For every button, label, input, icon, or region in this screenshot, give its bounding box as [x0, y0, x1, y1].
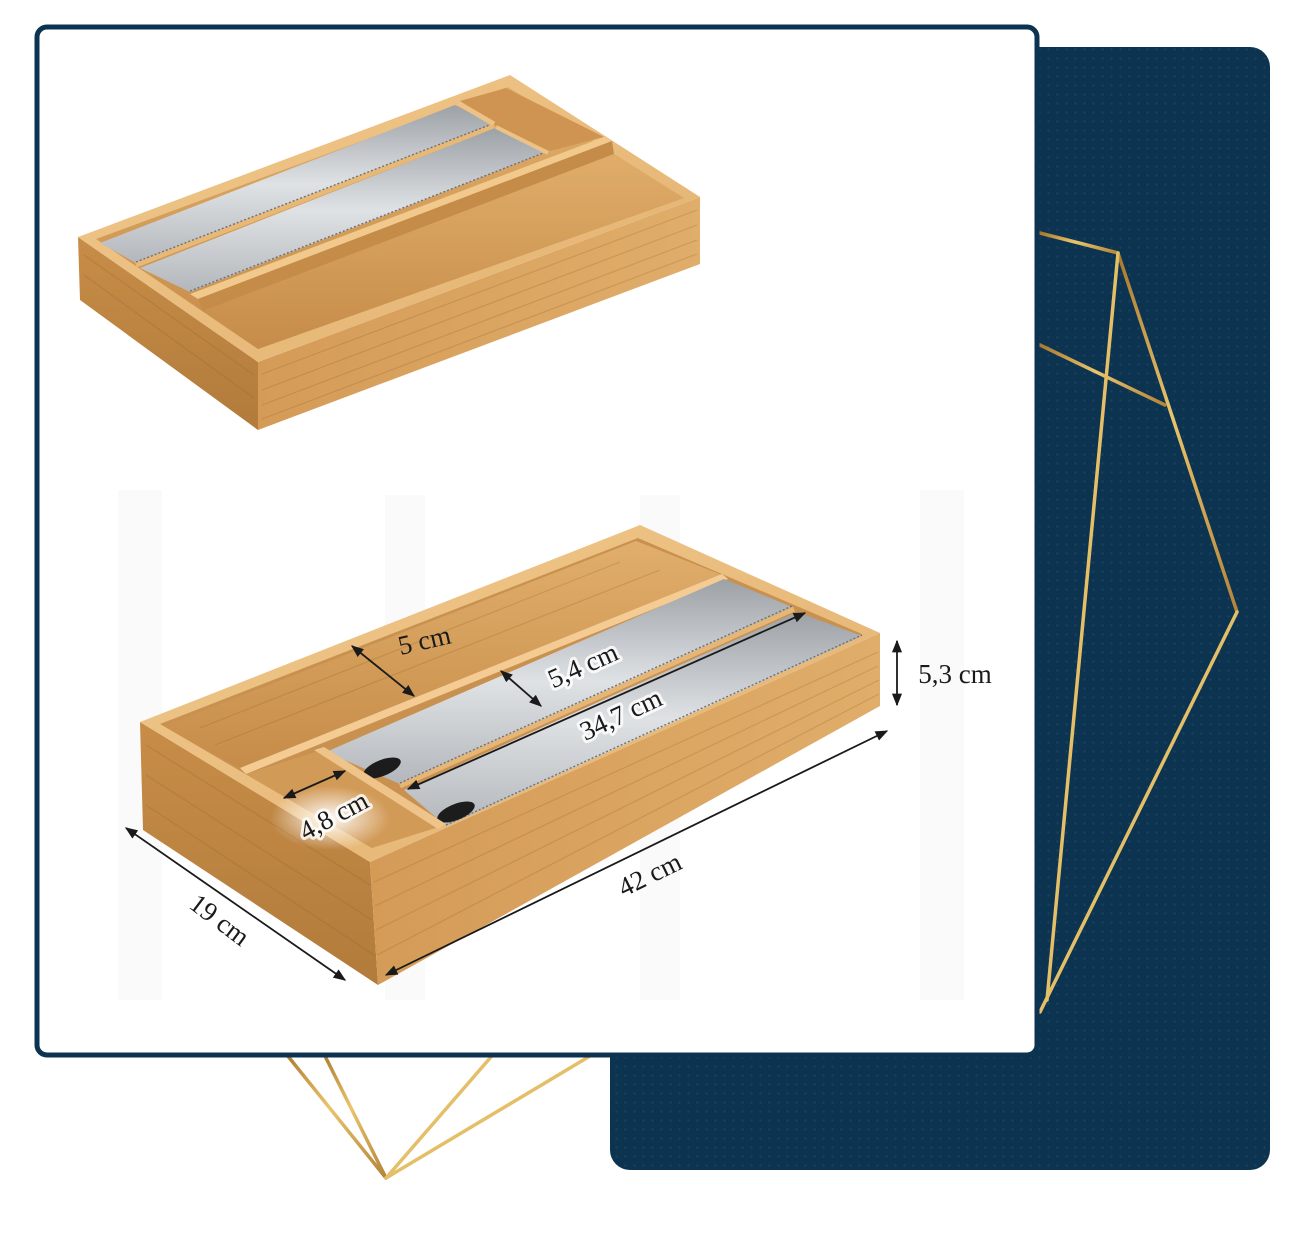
box-left-face	[78, 237, 258, 430]
compartment-divider	[456, 100, 496, 127]
gold-line	[384, 1048, 602, 1180]
wood-grain	[261, 209, 698, 375]
gold-lines-right	[1038, 231, 1239, 1014]
gold-line	[1038, 231, 1120, 255]
gold-line	[1116, 251, 1239, 614]
dimension-arrows	[124, 612, 903, 981]
arrow-small-compartment	[282, 770, 347, 799]
wood-grain	[261, 253, 698, 420]
wood-grain	[83, 254, 255, 376]
long-divider-top	[190, 137, 612, 299]
wood-grain	[261, 224, 698, 391]
long-divider-face	[198, 141, 614, 311]
label-height: 5,3 cm	[918, 659, 992, 689]
arrow-depth	[124, 827, 347, 981]
organizer-top-view	[78, 75, 700, 430]
small-compartment	[460, 88, 604, 151]
metal-strip-1	[100, 105, 492, 263]
gold-line	[384, 1048, 499, 1180]
gold-line	[1038, 610, 1239, 1014]
metal-strip-2	[140, 128, 546, 292]
gold-lines-bottom	[281, 1048, 602, 1180]
wood-grain	[261, 239, 698, 406]
open-compartment	[203, 154, 684, 349]
box-front-face	[258, 197, 700, 430]
wood-grain	[83, 274, 255, 399]
gold-line	[320, 1048, 388, 1180]
arrow-length	[384, 730, 889, 976]
watermark-shape	[920, 490, 964, 1000]
strip-rib	[135, 123, 495, 268]
arrow-divider-gap	[351, 645, 415, 697]
compartment-divider	[495, 125, 549, 155]
gold-line	[281, 1048, 388, 1180]
gold-line	[1038, 343, 1167, 407]
